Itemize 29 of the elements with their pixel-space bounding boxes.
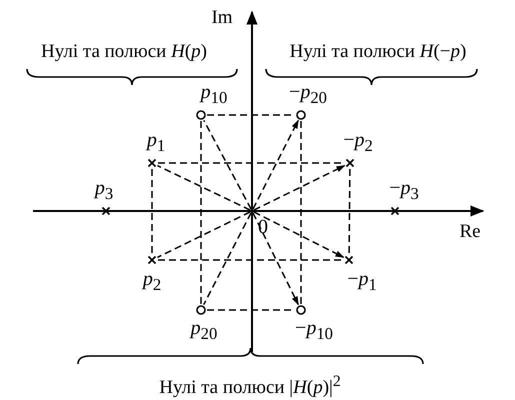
- point-label: p$_{2}$: [142, 268, 162, 296]
- dashed-line: [348, 169, 351, 254]
- dashed-line: [203, 120, 252, 210]
- arrow: [253, 164, 346, 211]
- brace-caption: Нулі та полюси H(−p): [290, 41, 466, 63]
- axis-label: Re: [459, 221, 481, 243]
- brace-caption: Нулі та полюси H(p): [41, 41, 207, 63]
- point-label: −p$_{1}$: [347, 268, 377, 296]
- dashed-line: [203, 212, 252, 306]
- point-label: p$_{10}$: [200, 81, 228, 109]
- point-label: −p$_{2}$: [343, 129, 373, 157]
- arrow: [252, 212, 299, 306]
- arrow: [252, 120, 299, 210]
- point-label: −p$_{20}$: [289, 81, 327, 109]
- dashed-line: [157, 164, 251, 211]
- point-label: −p$_{3}$: [389, 177, 419, 205]
- point-label: p$_{1}$: [146, 129, 166, 157]
- dashed-line: [200, 121, 202, 304]
- dashed-line: [158, 162, 344, 164]
- arrow: [253, 211, 344, 258]
- brace-caption: Нулі та полюси |H(p)|$^{2}$: [159, 372, 341, 400]
- point-label: p$_{3}$: [94, 177, 114, 205]
- point-label: p$_{20}$: [190, 317, 218, 345]
- dashed-line: [300, 121, 302, 304]
- dashed-line: [151, 169, 153, 254]
- dashed-line: [158, 259, 343, 261]
- point-label: −p$_{10}$: [295, 317, 333, 345]
- dashed-line: [157, 211, 251, 258]
- axis-label: Im: [211, 7, 233, 29]
